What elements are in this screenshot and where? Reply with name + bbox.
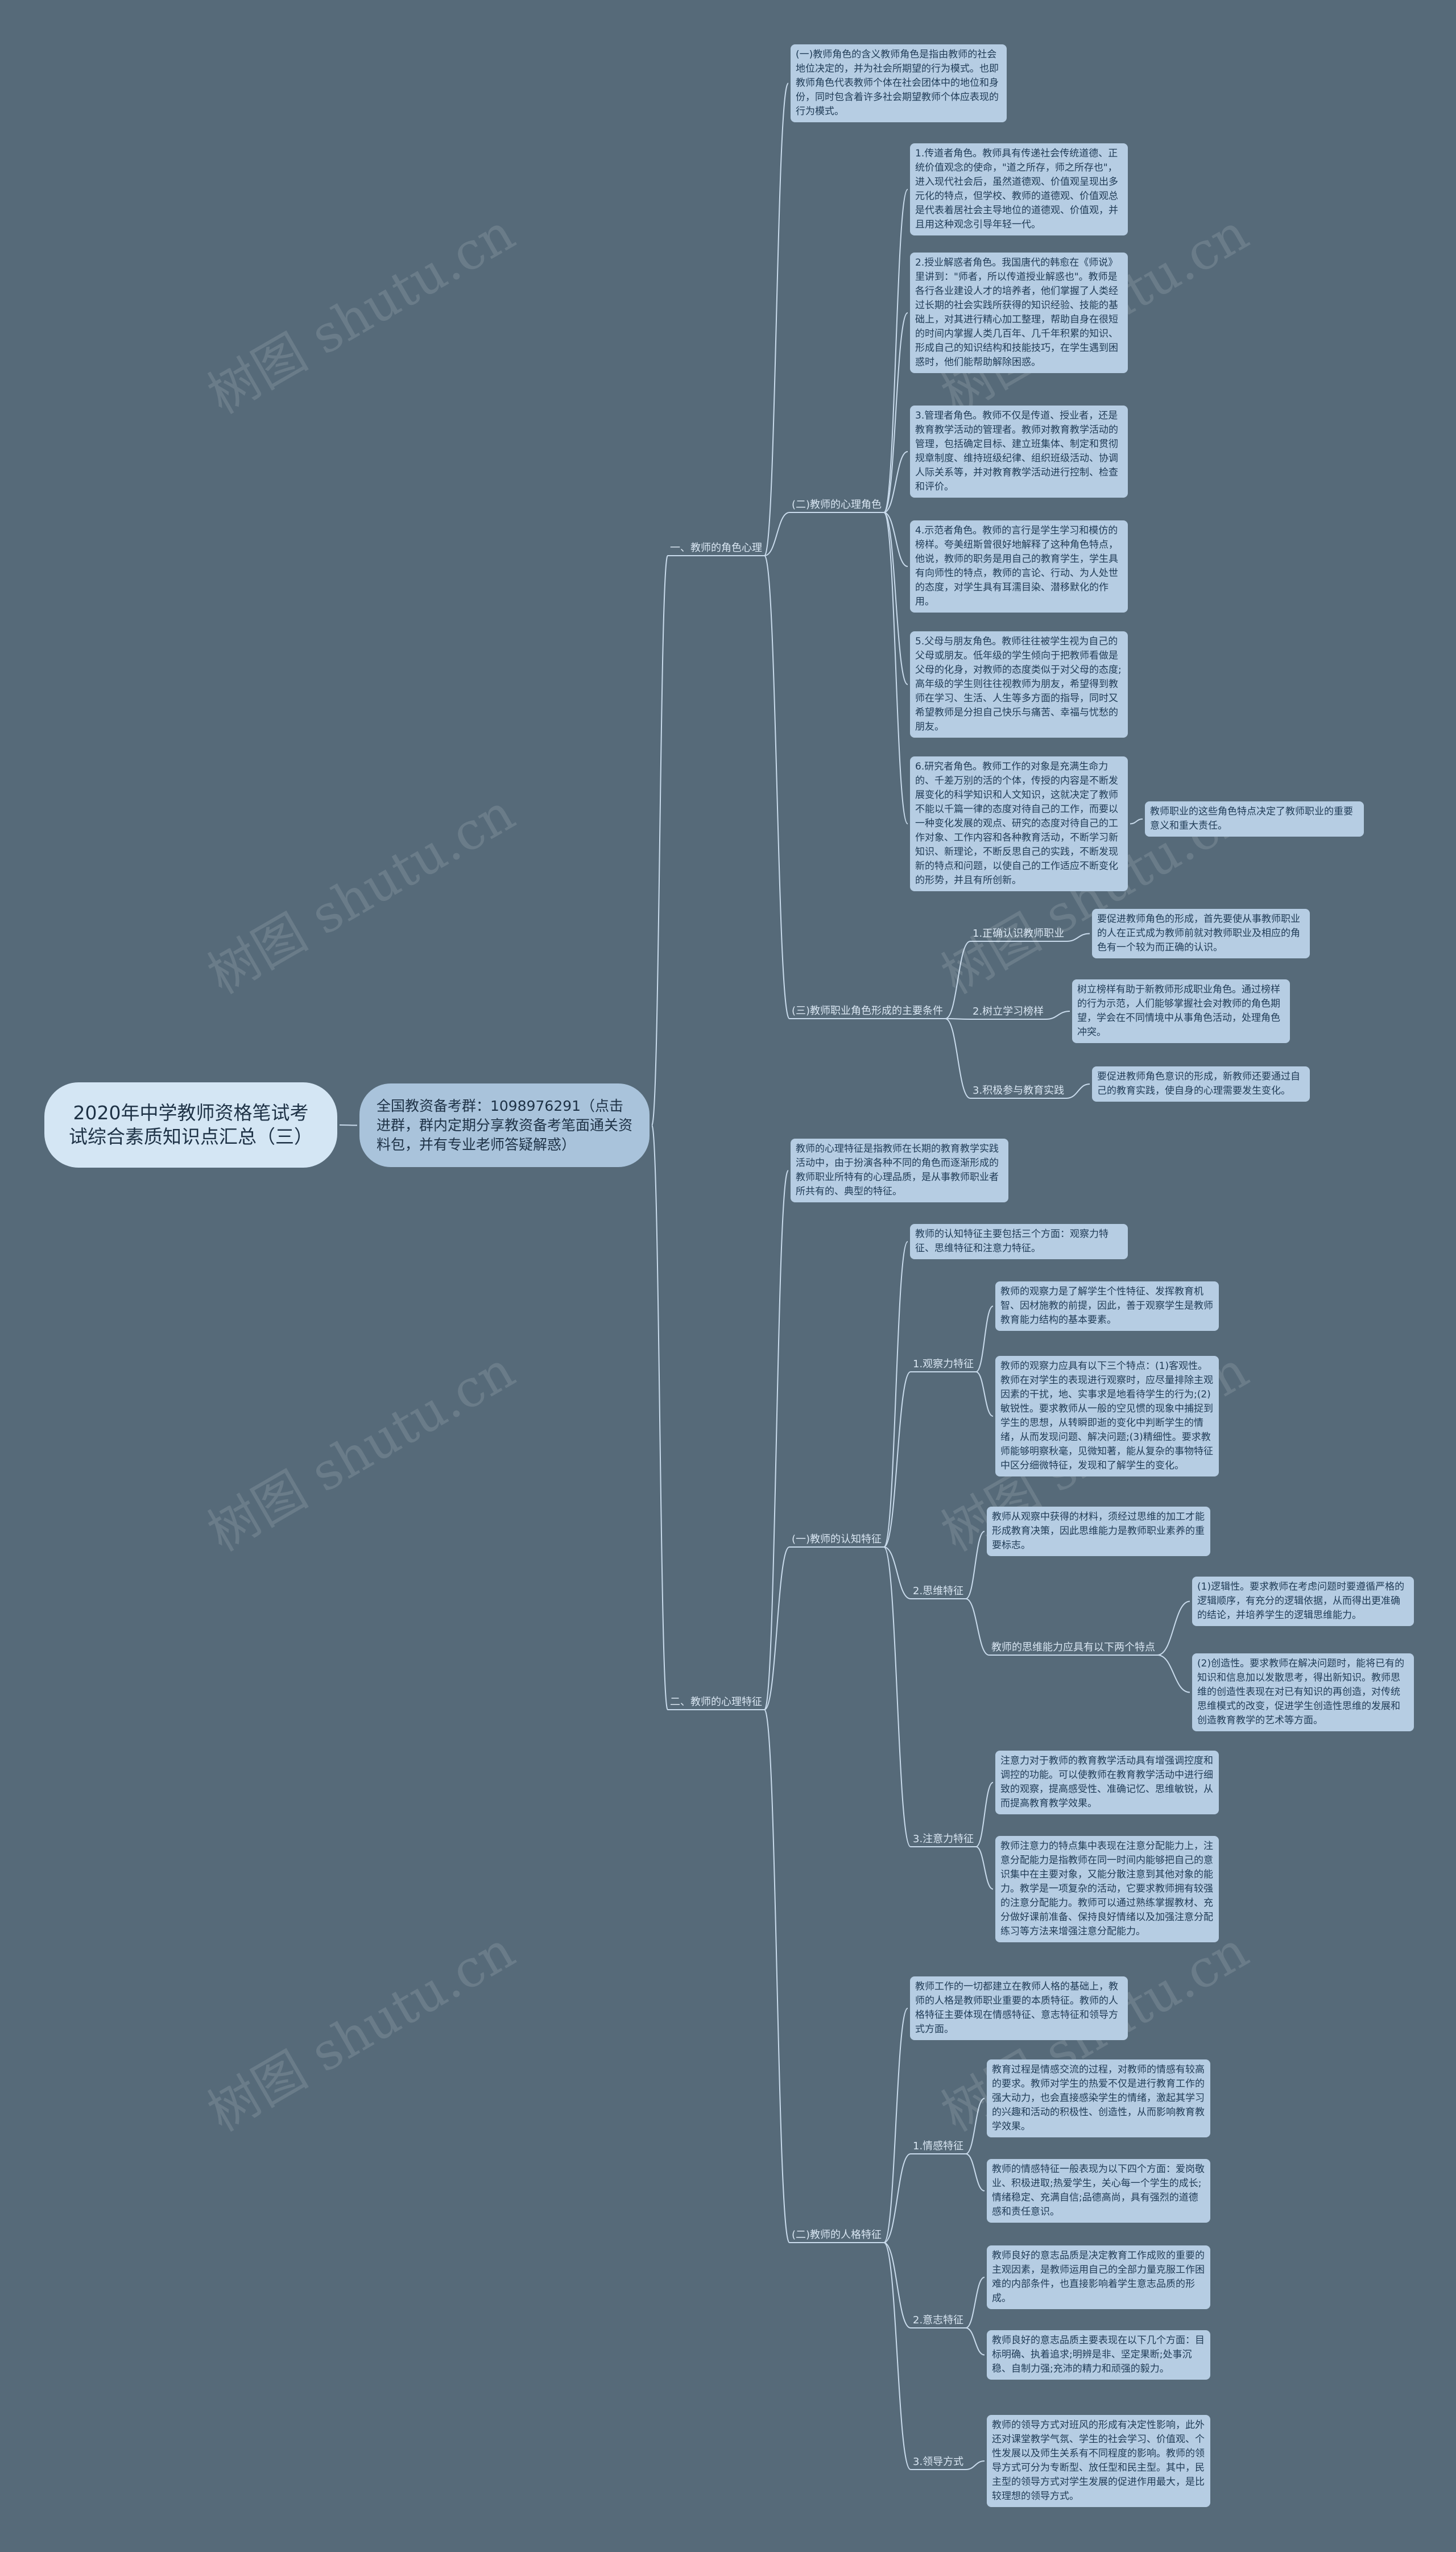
branch-connector (651, 1124, 668, 1710)
role-summary-node[interactable]: 教师职业的这些角色特点决定了教师职业的重要意义和重大责任。 (1145, 801, 1364, 837)
branch-connector (651, 555, 668, 1126)
branch-connector (764, 1709, 790, 2243)
role-definition-node[interactable]: (一)教师角色的含义教师角色是指由教师的社会地位决定的，并为社会所期望的行为模式… (791, 44, 1007, 122)
root-node[interactable]: 2020年中学教师资格笔试考试综合素质知识点汇总（三） (44, 1082, 337, 1168)
branch-connector (883, 512, 908, 685)
branch-label-psych-role[interactable]: (二)教师的心理角色 (792, 499, 882, 511)
condition-label[interactable]: 2.树立学习榜样 (973, 1006, 1044, 1018)
role-item-node[interactable]: 3.管理者角色。教师不仅是传道、授业者，还是教育教学活动的管理者。教师对教育教学… (910, 406, 1128, 498)
branch-label-personality[interactable]: (二)教师的人格特征 (792, 2229, 882, 2241)
personality-sub-label[interactable]: 3.领导方式 (913, 2456, 964, 2468)
cognitive-intro-node[interactable]: 教师的认知特征主要包括三个方面：观察力特征、思维特征和注意力特征。 (910, 1224, 1128, 1259)
branch-connector (764, 82, 789, 556)
branch-connector (883, 451, 908, 513)
branch-connector (883, 2008, 908, 2243)
condition-label[interactable]: 1.正确认识教师职业 (973, 928, 1065, 940)
observation-item-node[interactable]: 教师的观察力应具有以下三个特点：(1)客观性。教师在对学生的表现进行观察时，应尽… (995, 1356, 1219, 1476)
branch-connector (965, 2153, 985, 2191)
branch-connector (883, 512, 908, 825)
branch-connector (883, 189, 908, 513)
role-item-node[interactable]: 2.授业解惑者角色。我国唐代的韩愈在《师说》里讲到："师者，所以传道授业解惑也"… (910, 253, 1128, 373)
cognitive-sub-label[interactable]: 2.思维特征 (913, 1585, 964, 1597)
branch-connector (883, 1371, 911, 1548)
hub-node[interactable]: 全国教资备考群：1098976291（点击进群，群内定期分享教资备考笔面通关资料… (359, 1083, 650, 1167)
branch-connector (965, 2098, 985, 2154)
emotion-item-node[interactable]: 教育过程是情感交流的过程，对教师的情感有较高的要求。教师对学生的热爱不仅是进行教… (987, 2059, 1210, 2137)
branch-label-role-conditions[interactable]: (三)教师职业角色形成的主要条件 (792, 1005, 944, 1017)
branch-connector (945, 941, 971, 1019)
thinking-item-node[interactable]: (2)创造性。要求教师在解决问题时，能将已有的知识和信息加以发散思考，得出新知识… (1192, 1653, 1414, 1731)
condition-text-node[interactable]: 要促进教师角色的形成，首先要使从事教师职业的人在正式成为教师前就对教师职业及相应… (1092, 909, 1310, 958)
branch-connector (1066, 933, 1090, 942)
leadership-item-node[interactable]: 教师的领导方式对班风的形成有决定性影响，此外还对课堂教学气氛、学生的社会学习、价… (987, 2415, 1210, 2507)
attention-item-node[interactable]: 教师注意力的特点集中表现在注意分配能力上，注意分配能力是指教师在同一时间内能够把… (995, 1836, 1219, 1942)
branch-connector (1157, 1600, 1190, 1656)
branch-connector (1066, 1083, 1090, 1099)
personality-intro-node[interactable]: 教师工作的一切都建立在教师人格的基础上，教师的人格是教师职业重要的本质特征。教师… (910, 1976, 1128, 2040)
branch-connector (1157, 1655, 1190, 1693)
emotion-item-node[interactable]: 教师的情感特征一般表现为以下四个方面：爱岗敬业、积极进取;热爱学生，关心每一个学… (987, 2159, 1210, 2223)
personality-sub-label[interactable]: 2.意志特征 (913, 2314, 964, 2326)
cognitive-sub-label[interactable]: 1.观察力特征 (913, 1358, 974, 1370)
branch-connector (975, 1305, 994, 1372)
will-item-node[interactable]: 教师良好的意志品质主要表现在以下几个方面：目标明确、执着追求;明辨是非、坚定果断… (987, 2330, 1210, 2380)
role-item-node[interactable]: 1.传道者角色。教师具有传递社会传统道德、正统价值观念的使命，"道之所存，师之所… (910, 143, 1128, 235)
cognitive-sub-label[interactable]: 3.注意力特征 (913, 1833, 974, 1845)
branch-connector (883, 2242, 911, 2470)
personality-sub-label[interactable]: 1.情感特征 (913, 2140, 964, 2152)
section-label-teacher-traits[interactable]: 二、教师的心理特征 (670, 1696, 762, 1708)
branch-connector (965, 1531, 985, 1599)
branch-connector (764, 1170, 789, 1710)
condition-text-node[interactable]: 要促进教师角色意识的形成，新教师还要通过自己的教育实践，使自身的心理需要发生变化… (1092, 1066, 1310, 1102)
branch-connector (975, 1782, 994, 1847)
branch-connector (883, 312, 908, 513)
branch-connector (1130, 818, 1143, 825)
traits-definition-node[interactable]: 教师的心理特征是指教师在长期的教育教学实践活动中，由于扮演各种不同的角色而逐渐形… (791, 1139, 1008, 1202)
branch-connector (945, 1018, 971, 1099)
branch-connector (883, 1546, 911, 1847)
section-label-teacher-role[interactable]: 一、教师的角色心理 (670, 542, 762, 554)
branch-connector (975, 1371, 994, 1417)
branch-connector (975, 1846, 994, 1890)
role-item-node[interactable]: 5.父母与朋友角色。教师往往被学生视为自己的父母或朋友。低年级的学生倾向于把教师… (910, 631, 1128, 738)
branch-connector (764, 1546, 790, 1710)
branch-connector (764, 555, 790, 1019)
branch-connector (883, 1241, 908, 1548)
branch-connector (883, 512, 908, 567)
condition-text-node[interactable]: 树立榜样有助于新教师形成职业角色。通过榜样的行为示范，人们能够掌握社会对教师的角… (1072, 979, 1290, 1043)
branch-connector (339, 1124, 358, 1126)
branch-connector (965, 2460, 985, 2470)
branch-label-cognitive[interactable]: (一)教师的认知特征 (792, 1533, 882, 1545)
branch-connector (883, 2242, 911, 2328)
branch-connector (965, 2327, 985, 2356)
thinking-item-node[interactable]: (1)逻辑性。要求教师在考虑问题时要遵循严格的逻辑顺序，有充分的逻辑依据，从而得… (1192, 1577, 1414, 1626)
branch-connector (1045, 1011, 1070, 1020)
branch-connector (965, 2277, 985, 2328)
role-item-node[interactable]: 4.示范者角色。教师的言行是学生学习和模仿的榜样。夸美纽斯曾很好地解释了这种角色… (910, 520, 1128, 613)
role-item-node[interactable]: 6.研究者角色。教师工作的对象是充满生命力的、千差万别的活的个体，传授的内容是不… (910, 756, 1128, 891)
condition-label[interactable]: 3.积极参与教育实践 (973, 1085, 1065, 1097)
attention-item-node[interactable]: 注意力对于教师的教育教学活动具有增强调控度和调控的功能。可以使教师在教育教学活动… (995, 1751, 1219, 1814)
observation-item-node[interactable]: 教师的观察力是了解学生个性特征、发挥教育机智、因材施教的前提，因此，善于观察学生… (995, 1281, 1219, 1331)
branch-connector (764, 512, 790, 556)
branch-connector (883, 1546, 911, 1599)
branch-connector (883, 2153, 911, 2243)
branch-connector (965, 1598, 990, 1656)
will-item-node[interactable]: 教师良好的意志品质是决定教育工作成败的重要的主观因素，是教师运用自己的全部力量克… (987, 2245, 1210, 2309)
thinking-intro-node[interactable]: 教师从观察中获得的材料，须经过思维的加工才能形成教育决策，因此思维能力是教师职业… (987, 1507, 1210, 1556)
thinking-sub-label[interactable]: 教师的思维能力应具有以下两个特点 (991, 1641, 1155, 1653)
